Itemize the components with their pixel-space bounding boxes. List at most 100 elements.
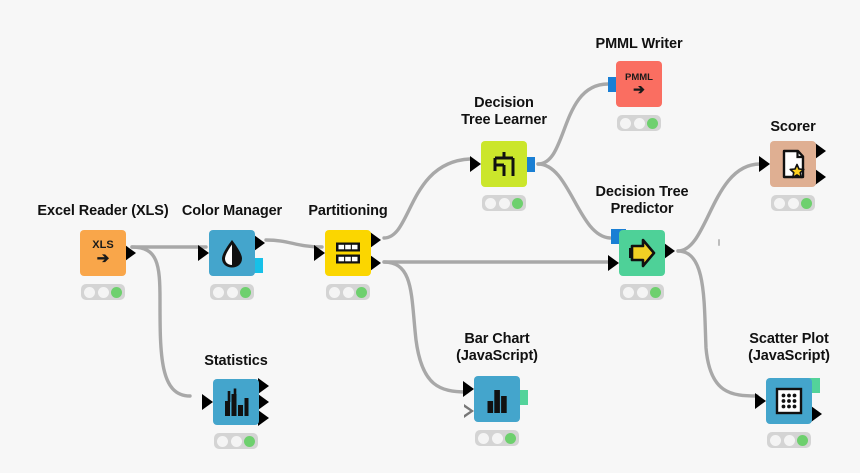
connection-excel-to-statistics[interactable]	[130, 245, 192, 398]
histogram-icon	[219, 385, 253, 419]
connection-partitioning-to-barchart[interactable]	[382, 260, 469, 394]
output-port-table-scatter-plot[interactable]	[811, 406, 822, 422]
node-body-partitioning[interactable]	[325, 230, 371, 276]
node-body-decision-tree-learner[interactable]	[481, 141, 527, 187]
input-port-table-color-manager[interactable]	[198, 245, 209, 261]
node-label-line: Scatter Plot	[749, 331, 829, 347]
input-port-table-bar-chart[interactable]	[463, 381, 474, 397]
node-label-line: (JavaScript)	[456, 348, 538, 364]
status-dot-green	[647, 117, 659, 129]
node-status-color-manager	[210, 284, 254, 300]
decision-tree-icon	[487, 147, 521, 181]
node-status-statistics	[214, 433, 258, 449]
status-dot-idle	[342, 286, 354, 298]
status-dot-idle	[622, 286, 634, 298]
status-dot-idle	[769, 434, 781, 446]
output-port-table-partitioning[interactable]	[370, 232, 381, 248]
input-port-table-decision-tree-learner[interactable]	[470, 156, 481, 172]
status-dot-idle	[226, 286, 238, 298]
status-dot-idle	[498, 197, 510, 209]
output-port-table-statistics[interactable]	[258, 394, 269, 410]
output-port-table-statistics[interactable]	[258, 378, 269, 394]
status-dot-idle	[773, 197, 785, 209]
node-label-line: Statistics	[204, 353, 268, 369]
node-label-line: Excel Reader (XLS)	[37, 203, 169, 219]
xls-file-icon: XLS➔	[92, 239, 114, 267]
connection-predictor-to-scorer[interactable]	[676, 162, 762, 253]
node-body-bar-chart[interactable]	[474, 376, 520, 422]
node-body-scorer[interactable]	[770, 141, 816, 187]
node-label-line: PMML Writer	[595, 36, 683, 52]
output-port-table-decision-tree-predictor[interactable]	[664, 243, 675, 259]
status-dot-idle	[619, 117, 631, 129]
status-dot-green	[111, 286, 123, 298]
output-port-table-partitioning[interactable]	[370, 255, 381, 271]
node-status-partitioning	[326, 284, 370, 300]
scatter-plot-icon	[772, 384, 806, 418]
predictor-arrow-icon	[625, 236, 659, 270]
status-dot-green	[650, 286, 662, 298]
node-status-scorer	[771, 195, 815, 211]
node-label-line: Tree Learner	[461, 112, 547, 128]
status-dot-green	[356, 286, 368, 298]
node-label-scatter-plot: Scatter Plot(JavaScript)	[748, 331, 830, 365]
node-label-line: Scorer	[770, 119, 816, 135]
node-label-line: (JavaScript)	[748, 348, 830, 364]
status-dot-green	[797, 434, 809, 446]
node-body-excel-reader[interactable]: XLS➔	[80, 230, 126, 276]
connection-learner-to-pmml[interactable]	[536, 82, 610, 166]
status-dot-idle	[83, 286, 95, 298]
node-status-decision-tree-predictor	[620, 284, 664, 300]
table-split-icon	[331, 236, 365, 270]
input-port-table-statistics[interactable]	[202, 394, 213, 410]
output-port-table-excel-reader[interactable]	[125, 245, 136, 261]
status-dot-green	[512, 197, 524, 209]
stray-speck	[718, 239, 720, 246]
status-dot-idle	[212, 286, 224, 298]
node-label-scorer: Scorer	[770, 119, 815, 136]
status-dot-idle	[787, 197, 799, 209]
input-port-table-scorer[interactable]	[759, 156, 770, 172]
node-label-line: Color Manager	[181, 203, 283, 219]
status-dot-idle	[783, 434, 795, 446]
status-dot-idle	[484, 197, 496, 209]
document-star-icon	[776, 147, 810, 181]
status-dot-green	[240, 286, 252, 298]
input-port-table-partitioning[interactable]	[314, 245, 325, 261]
input-port-table-decision-tree-predictor[interactable]	[608, 255, 619, 271]
node-body-pmml-writer[interactable]: PMML➔	[616, 61, 662, 107]
connection-partitioning-to-learner[interactable]	[382, 157, 472, 240]
output-port-table-color-manager[interactable]	[254, 235, 265, 251]
node-label-line: Decision Tree	[595, 184, 689, 200]
node-body-scatter-plot[interactable]	[766, 378, 812, 424]
node-label-line: Partitioning	[308, 203, 388, 219]
output-port-table-statistics[interactable]	[258, 410, 269, 426]
bar-chart-icon	[480, 382, 514, 416]
status-dot-idle	[477, 432, 489, 444]
node-label-statistics: Statistics	[204, 353, 268, 370]
node-label-line: Predictor	[610, 201, 674, 217]
node-body-statistics[interactable]	[213, 379, 259, 425]
input-port-table-scatter-plot[interactable]	[755, 393, 766, 409]
connection-predictor-to-scatter[interactable]	[676, 249, 759, 398]
input-port-flow-variable-bar-chart[interactable]	[464, 404, 474, 418]
node-label-partitioning: Partitioning	[308, 203, 387, 220]
node-body-decision-tree-predictor[interactable]	[619, 230, 665, 276]
status-dot-idle	[491, 432, 503, 444]
node-label-pmml-writer: PMML Writer	[596, 36, 683, 53]
droplet-icon	[215, 236, 249, 270]
output-port-table-scorer[interactable]	[815, 143, 826, 159]
node-label-bar-chart: Bar Chart(JavaScript)	[456, 331, 538, 365]
node-body-color-manager[interactable]	[209, 230, 255, 276]
output-port-table-scorer[interactable]	[815, 169, 826, 185]
status-dot-idle	[636, 286, 648, 298]
status-dot-green	[505, 432, 517, 444]
node-status-decision-tree-learner	[482, 195, 526, 211]
node-label-color-manager: Color Manager	[182, 203, 282, 220]
status-dot-idle	[216, 435, 228, 447]
status-dot-idle	[633, 117, 645, 129]
